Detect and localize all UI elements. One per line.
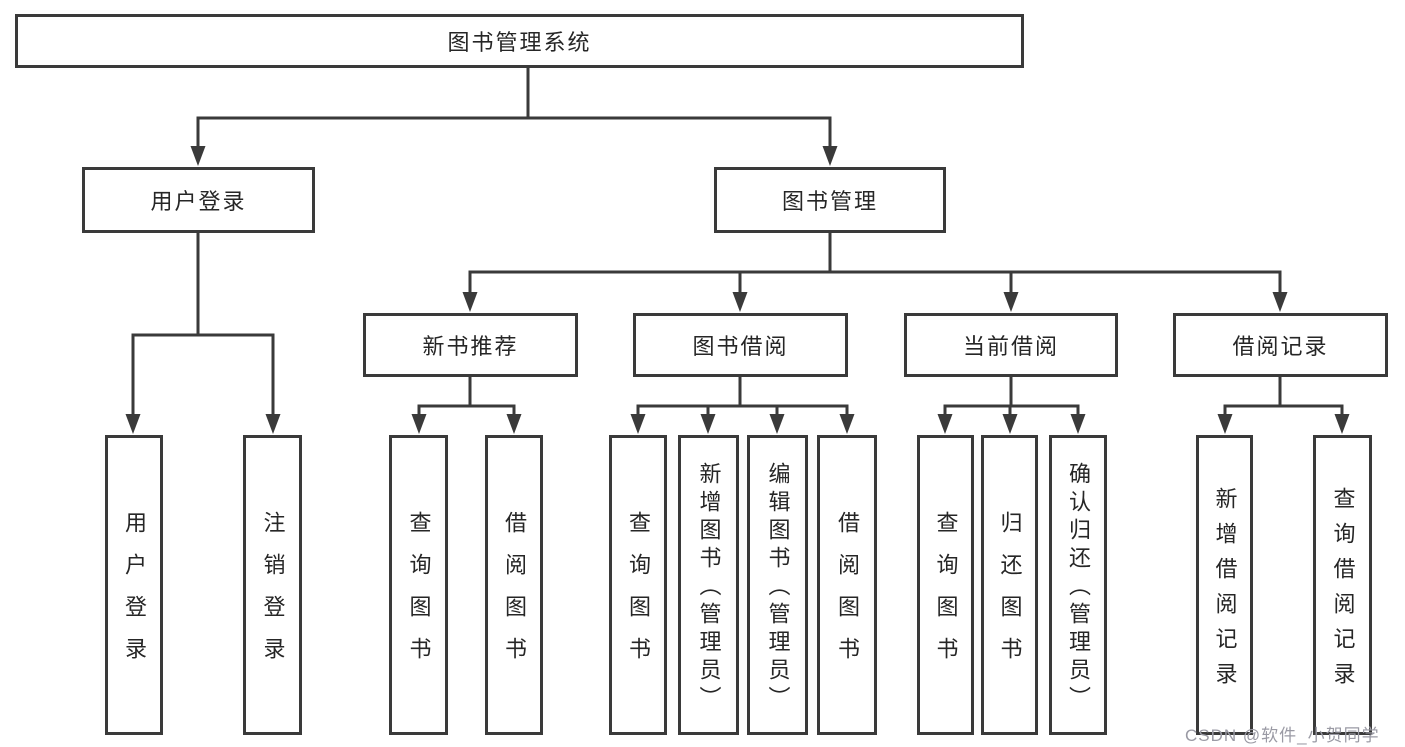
node-new-books-label: 新书推荐 (422, 334, 519, 359)
leaf-br-query-book-label: 查询图书 (626, 511, 651, 679)
node-current-borrow-label: 当前借阅 (962, 334, 1059, 359)
watermark: CSDN @软件_小贺同学 (1185, 726, 1380, 745)
leaf-br-borrow-book-label: 借阅图书 (835, 511, 860, 679)
arrow-current-head (1003, 292, 1019, 312)
node-borrow-records: 借阅记录 (1173, 313, 1388, 377)
arrow-leaf-login-head (125, 414, 141, 434)
node-borrow-records-label: 借阅记录 (1232, 334, 1329, 359)
leaf-cu-return-book-label: 归还图书 (997, 511, 1023, 679)
leaf-user-login: 用户登录 (105, 435, 163, 735)
arrow-nb-query-head (411, 414, 427, 434)
arrow-borrow-head (732, 292, 748, 312)
node-current-borrow: 当前借阅 (904, 313, 1118, 377)
leaf-cu-query-book-label: 查询图书 (933, 511, 959, 679)
leaf-br-query-book: 查询图书 (609, 435, 667, 735)
node-new-books: 新书推荐 (363, 313, 578, 377)
arrow-br-query-head (630, 414, 646, 434)
leaf-cu-query-book: 查询图书 (917, 435, 974, 735)
node-book-borrow: 图书借阅 (633, 313, 848, 377)
leaf-re-add-record-label: 新增借阅记录 (1212, 486, 1238, 697)
leaf-nb-borrow-book: 借阅图书 (485, 435, 543, 735)
leaf-user-login-label: 用户登录 (122, 511, 147, 679)
arrow-br-borrow-head (839, 414, 855, 434)
arrow-cu-return-head (1002, 414, 1018, 434)
arrow-user-login-head (190, 146, 206, 166)
arrow-re-add-head (1217, 414, 1233, 434)
arrow-book-mgmt-head (822, 146, 838, 166)
leaf-nb-query-book: 查询图书 (389, 435, 448, 735)
leaf-br-add-book-label: 新增图书（管理员） (696, 462, 722, 714)
arrow-leaf-logout-head (265, 414, 281, 434)
arrow-cu-confirm-head (1070, 414, 1086, 434)
leaf-re-add-record: 新增借阅记录 (1196, 435, 1253, 735)
leaf-re-query-record-label: 查询借阅记录 (1330, 486, 1356, 697)
arrow-br-add-head (700, 414, 716, 434)
leaf-br-borrow-book: 借阅图书 (817, 435, 877, 735)
arrow-records-head (1272, 292, 1288, 312)
leaf-re-query-record: 查询借阅记录 (1313, 435, 1372, 735)
leaf-cu-confirm-return: 确认归还（管理员） (1049, 435, 1107, 735)
leaf-br-edit-book-label: 编辑图书（管理员） (765, 462, 791, 714)
node-book-borrow-label: 图书借阅 (692, 334, 789, 359)
arrow-cu-query-head (937, 414, 953, 434)
leaf-logout-label: 注销登录 (260, 511, 286, 679)
arrow-br-edit-head (769, 414, 785, 434)
arrow-nb-borrow-head (506, 414, 522, 434)
leaf-nb-borrow-book-label: 借阅图书 (502, 511, 527, 679)
leaf-logout: 注销登录 (243, 435, 302, 735)
leaf-br-edit-book: 编辑图书（管理员） (747, 435, 808, 735)
node-book-mgmt-label: 图书管理 (781, 189, 878, 214)
node-user-login: 用户登录 (82, 167, 315, 233)
leaf-cu-return-book: 归还图书 (981, 435, 1038, 735)
node-root-label: 图书管理系统 (447, 30, 592, 55)
leaf-cu-confirm-return-label: 确认归还（管理员） (1066, 462, 1091, 714)
leaf-br-add-book: 新增图书（管理员） (678, 435, 739, 735)
node-book-mgmt: 图书管理 (714, 167, 946, 233)
arrow-new-books-head (462, 292, 478, 312)
node-root: 图书管理系统 (15, 14, 1024, 68)
node-user-login-label: 用户登录 (150, 189, 247, 214)
arrow-re-query-head (1334, 414, 1350, 434)
leaf-nb-query-book-label: 查询图书 (406, 511, 432, 679)
